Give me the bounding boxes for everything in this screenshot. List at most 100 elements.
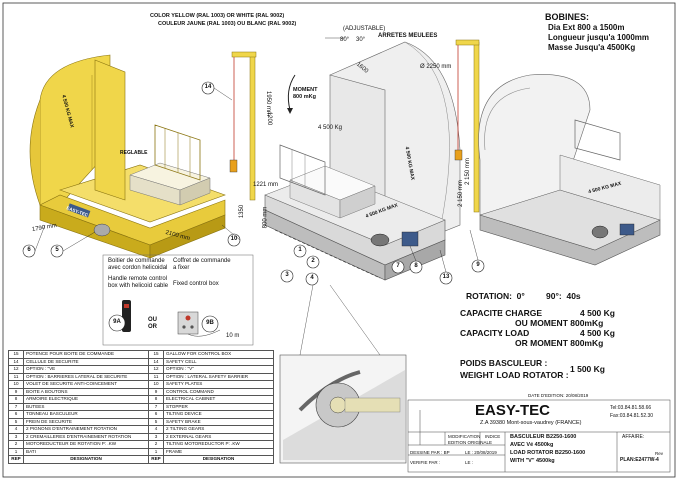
tb-affaire: AFFAIRE: bbox=[622, 434, 645, 440]
part-designation-fr: BATI bbox=[23, 447, 149, 456]
callout-circles bbox=[22, 81, 485, 333]
poids-label: POIDS BASCULEUR : bbox=[460, 358, 548, 368]
part-designation-fr: 2 CREMAILLERES D'ENTRAINEMENT ROTATION bbox=[23, 432, 149, 441]
part-designation-en: SAFETY CELL bbox=[163, 357, 274, 366]
part-rep: 10 bbox=[8, 380, 24, 389]
ou-or-note: OU OR bbox=[148, 317, 157, 330]
part-rep: 3 bbox=[8, 432, 24, 441]
reglable-note: REGLABLE bbox=[120, 150, 148, 156]
handle-note-en: Handle remote control box with helicoid … bbox=[108, 276, 169, 289]
bobines-line-1: Dia Ext 800 a 1500m bbox=[548, 23, 625, 32]
callout-5: 5 bbox=[55, 247, 59, 253]
tb-plan: PLAN:E2477W-4 bbox=[620, 457, 659, 463]
dim-80: 80° bbox=[340, 37, 350, 43]
tb-verifie: VERIFIE PAR : bbox=[410, 460, 441, 465]
callout-9a: 9A bbox=[113, 319, 121, 325]
capacite-label: CAPACITE bbox=[460, 308, 503, 318]
weight-value: 1 500 Kg bbox=[570, 364, 605, 374]
callout-14: 14 bbox=[204, 84, 212, 90]
gallow-pole-14 bbox=[229, 51, 257, 201]
part-designation-fr: 2 PIGNONS D'ENTRAINEMENT ROTATION bbox=[23, 425, 149, 434]
tb-modification: MODIFICATION bbox=[448, 434, 481, 439]
header-designation-2: DESIGNATION bbox=[163, 455, 274, 464]
part-designation-en: TILTING DEVICE bbox=[163, 410, 274, 419]
title-block-lines bbox=[407, 399, 671, 473]
part-designation-en: SAFETY PLATES bbox=[163, 380, 274, 389]
tb-rev: Rev bbox=[655, 451, 664, 456]
product-line-2: AVEC Vé 4500kg bbox=[510, 442, 554, 448]
callout-9b: 9B bbox=[206, 320, 214, 326]
part-rep: 9 bbox=[8, 387, 24, 396]
callout-7: 7 bbox=[396, 263, 400, 269]
part-rep-2: 10 bbox=[148, 380, 164, 389]
part-designation-en: 2 TILTING GEARS bbox=[163, 425, 274, 434]
handle-note-fr: Boitier de commande avec cordon helicoid… bbox=[108, 258, 168, 271]
capacity-moment: OR MOMENT 800mKg bbox=[515, 338, 604, 348]
company-fax: Fax:03.84.81.52.30 bbox=[610, 413, 654, 419]
date-edition: DATE D'EDITION: 20/08/2019 bbox=[528, 393, 589, 398]
part-rep-2: 12 bbox=[148, 365, 164, 374]
callout-6: 6 bbox=[27, 247, 31, 253]
tb-le: LE : 20/08/2019 bbox=[465, 450, 497, 455]
control-box-9b bbox=[177, 311, 221, 337]
part-designation-en: 2 EXTERNAL GEARS bbox=[163, 432, 274, 441]
leader-lines bbox=[34, 87, 479, 273]
capacite-moment: OU MOMENT 800mKg bbox=[515, 318, 604, 328]
callout-10: 10 bbox=[230, 236, 238, 242]
part-rep: 11 bbox=[8, 372, 24, 381]
part-rep-2: 11 bbox=[148, 372, 164, 381]
product-line-1: BASCULEUR B2250-1600 bbox=[510, 434, 577, 440]
moment-note: MOMENT 800 mKg bbox=[293, 87, 318, 100]
control-box-frame bbox=[102, 254, 254, 346]
arretes-note: ARRETES MEULEES bbox=[378, 33, 438, 39]
part-designation-fr: ARMOIRE ELECTRIQUE bbox=[23, 395, 149, 404]
part-designation-en: FRAME bbox=[163, 447, 274, 456]
parts-header-row: REP DESIGNATION REP DESIGNATION bbox=[8, 455, 274, 464]
tb-indice: INDICE bbox=[485, 434, 501, 439]
company-address: Z.A 39380 Mont-sous-vaudrey (FRANCE) bbox=[480, 420, 582, 426]
color-note-en: COLOR YELLOW (RAL 1003) OR WHITE (RAL 90… bbox=[150, 13, 285, 19]
part-designation-fr: VOLET DE SECURITE ANTI-COINCEMENT bbox=[23, 380, 149, 389]
dim-4500: 4 500 Kg bbox=[318, 125, 343, 131]
part-designation-fr: BOITE A BOUTONS bbox=[23, 387, 149, 396]
color-note-fr: COULEUR JAUNE (RAL 1003) OU BLANC (RAL 9… bbox=[158, 21, 297, 27]
part-designation-fr: OPTION : BARRIERES LATERAL DE SECURITE bbox=[23, 372, 149, 381]
capacite-charge: : CHARGE bbox=[500, 308, 543, 318]
part-rep-2: 9 bbox=[148, 387, 164, 396]
callout-2: 2 bbox=[311, 258, 315, 264]
part-designation-fr: OPTION : "VE bbox=[23, 365, 149, 374]
part-rep: 2 bbox=[8, 440, 24, 449]
part-rep-2: 6 bbox=[148, 410, 164, 419]
part-designation-fr: POTENCE POUR BOITE DE COMMANDE bbox=[23, 350, 149, 359]
company-tel: Tel:03.84.81.58.66 bbox=[610, 405, 652, 411]
part-rep: 8 bbox=[8, 395, 24, 404]
part-rep: 15 bbox=[8, 350, 24, 359]
part-designation-en: SAFETY BRAKE bbox=[163, 417, 274, 426]
part-rep-2: 14 bbox=[148, 357, 164, 366]
tb-dessine: DESSINE PAR : BP bbox=[410, 450, 450, 455]
header-designation: DESIGNATION bbox=[23, 455, 149, 464]
part-designation-en: OPTION : LATERAL SAFETY BARRIER bbox=[163, 372, 274, 381]
part-rep: 1 bbox=[8, 447, 24, 456]
weight-label: WEIGHT LOAD ROTATOR : bbox=[460, 370, 569, 380]
bobines-title: BOBINES: bbox=[545, 12, 590, 22]
gear-detail-inset bbox=[279, 354, 407, 464]
dim-2250: Ø 2250 mm bbox=[420, 64, 452, 70]
dim-2150: 2 150 mm bbox=[464, 158, 471, 185]
callout-13: 13 bbox=[442, 274, 450, 280]
ten-m-note: 10 m bbox=[226, 333, 240, 339]
part-rep-2: 3 bbox=[148, 432, 164, 441]
part-rep: 7 bbox=[8, 402, 24, 411]
part-designation-en: GALLOW FOR CONTROL BOX bbox=[163, 350, 274, 359]
